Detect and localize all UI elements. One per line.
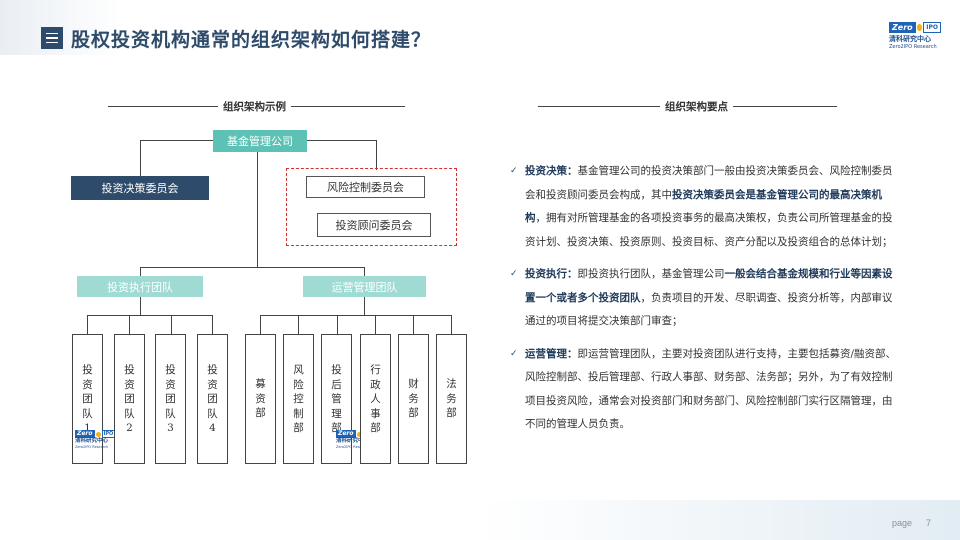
invest-unit-3: 投 资 团 队 3 [155, 334, 186, 464]
risk-frame [286, 168, 457, 246]
page-number: page 7 [892, 518, 931, 528]
invest-unit-4: 投 资 团 队 4 [197, 334, 228, 464]
connector-line [451, 315, 452, 334]
invest-unit-2: 投 资 团 队 2 [114, 334, 145, 464]
key-point-decision: ✓ 投资决策：基金管理公司的投资决策部门一般由投资决策委员会、风险控制委员会和投… [510, 160, 898, 254]
point-head: 运营管理： [525, 347, 578, 360]
connector-line [337, 315, 338, 334]
ops-unit-finance: 财 务 部 [398, 334, 429, 464]
invest-unit-label: 投 资 团 队 3 [165, 364, 176, 434]
org-root-box: 基金管理公司 [213, 130, 307, 152]
key-point-execution: ✓ 投资执行：即投资执行团队，基金管理公司一般会结合基金规模和行业等因素设置一个… [510, 263, 898, 334]
point-highlight: 一般会结合基金规模和行业等因素设置一个或者多个投资团队 [525, 268, 893, 304]
point-text: 即运营管理团队，主要对投资团队进行支持，主要包括募资/融资部、风险控制部、投后管… [525, 347, 897, 431]
connector-line [140, 267, 141, 276]
right-section-heading: 组织架构要点 [538, 99, 837, 114]
invest-unit-label: 投 资 团 队 1 [82, 364, 93, 434]
invest-unit-label: 投 资 团 队 4 [207, 364, 218, 434]
logo-en-text: Zero2IPO Research [889, 44, 937, 50]
check-icon: ✓ [510, 166, 518, 176]
key-point-operations: ✓ 运营管理：即运营管理团队，主要对投资团队进行支持，主要包括募资/融资部、风险… [510, 343, 898, 437]
connector-line [140, 297, 141, 315]
check-icon: ✓ [510, 348, 518, 359]
zero2ipo-logo: Zero IPO 清科研究中心 Zero2IPO Research [889, 22, 941, 50]
left-section-heading: 组织架构示例 [108, 99, 405, 114]
key-points-list: ✓ 投资决策：基金管理公司的投资决策部门一般由投资决策委员会、风险控制委员会和投… [510, 160, 898, 446]
menu-icon[interactable] [41, 27, 63, 49]
logo-zero-text: Zero [889, 22, 916, 33]
connector-line [140, 140, 141, 176]
connector-line [376, 140, 377, 170]
invest-team-box: 投资执行团队 [77, 276, 203, 297]
ops-unit-label: 投 后 管 理 部 [331, 364, 342, 434]
connector-line [212, 315, 213, 334]
point-head: 投资决策： [525, 165, 578, 177]
page-label: page [892, 518, 913, 528]
connector-line [140, 267, 365, 268]
connector-line [129, 315, 130, 334]
connector-line [171, 315, 172, 334]
connector-line [298, 315, 299, 334]
risk-committee-box: 风险控制委员会 [306, 176, 425, 198]
page-number-value: 7 [926, 518, 932, 528]
connector-line [375, 315, 376, 334]
logo-dot-icon [916, 24, 923, 31]
advisory-committee-box: 投资顾问委员会 [317, 213, 431, 237]
check-icon: ✓ [510, 269, 518, 279]
point-text: 即投资执行团队，基金管理公司 [577, 268, 725, 280]
ops-unit-fundraising: 募 资 部 [245, 334, 276, 464]
point-text: 基金管理公司的投资决策部门一般由投资决策委员会、风险控制委员会和投资顾问委员会构… [525, 165, 893, 201]
ops-unit-label: 法 务 部 [446, 378, 457, 419]
page-title: 股权投资机构通常的组织架构如何搭建？ [71, 29, 432, 51]
ops-unit-hr: 行 政 人 事 部 [360, 334, 391, 464]
ops-unit-risk: 风 险 控 制 部 [283, 334, 314, 464]
invest-unit-label: 投 资 团 队 2 [124, 364, 135, 434]
logo-cn-text: 清科研究中心 [889, 35, 931, 43]
point-text: ，负责项目的开发、尽职调查、投资分析等，内部审议通过的项目将提交决策部门审查； [525, 291, 893, 328]
ops-unit-legal: 法 务 部 [436, 334, 467, 464]
ops-unit-label: 风 险 控 制 部 [293, 364, 304, 434]
ops-unit-label: 财 务 部 [408, 378, 419, 419]
point-head: 投资执行： [525, 268, 578, 280]
connector-line [413, 315, 414, 334]
connector-line [364, 297, 365, 315]
ops-unit-label: 行 政 人 事 部 [370, 364, 381, 434]
connector-line [87, 315, 88, 334]
left-section-heading-text: 组织架构示例 [223, 101, 286, 113]
connector-line [260, 315, 451, 316]
logo-ipo-text: IPO [923, 22, 941, 33]
decision-committee-box: 投资决策委员会 [71, 176, 209, 200]
connector-line [364, 267, 365, 276]
point-highlight: 投资决策委员会是基金管理公司的最高决策机构 [525, 188, 882, 225]
point-text: ，拥有对所管理基金的各项投资事务的最高决策权，负责公司所管理基金的投资计划、投资… [525, 212, 893, 248]
footer-gradient [480, 500, 960, 540]
ops-unit-label: 募 资 部 [255, 378, 266, 419]
connector-line [87, 315, 213, 316]
right-section-heading-text: 组织架构要点 [665, 101, 728, 113]
ops-team-box: 运营管理团队 [303, 276, 426, 297]
connector-line [260, 315, 261, 334]
connector-line [257, 150, 258, 267]
